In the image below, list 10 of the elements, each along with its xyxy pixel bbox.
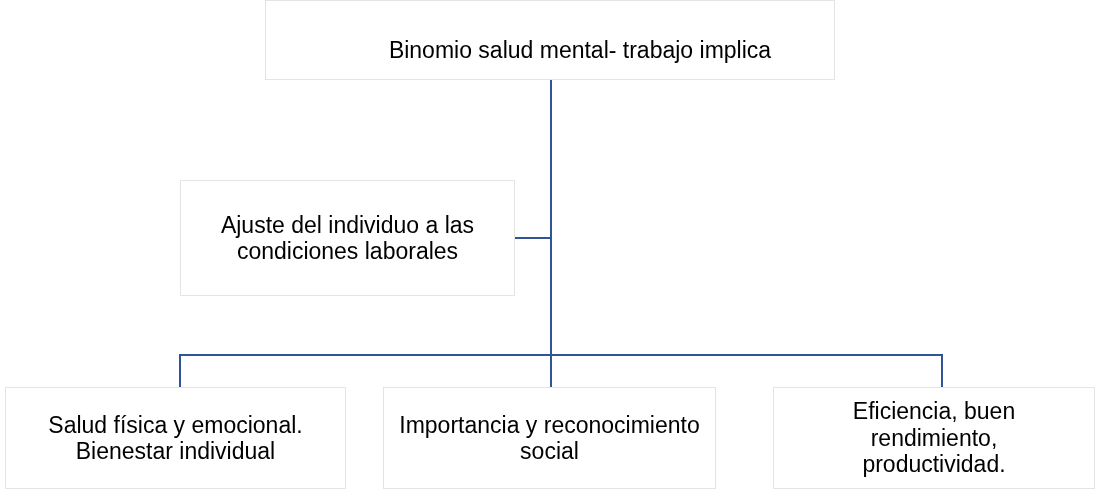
box-text: Eficiencia, buen rendimiento, productividad. — [851, 398, 1017, 478]
text-box — [773, 387, 1095, 489]
box-text: Ajuste del individuo a las condiciones laborales — [219, 211, 476, 265]
box-text: Importancia y reconocimiento social — [398, 411, 701, 465]
box-text: Binomio salud mental- trabajo implica — [388, 36, 772, 64]
text-box — [180, 180, 515, 296]
text-box — [383, 387, 716, 489]
text-box — [5, 387, 346, 489]
text-box — [265, 0, 835, 80]
box-text: Salud física y emocional. Bienestar individual — [47, 411, 304, 465]
